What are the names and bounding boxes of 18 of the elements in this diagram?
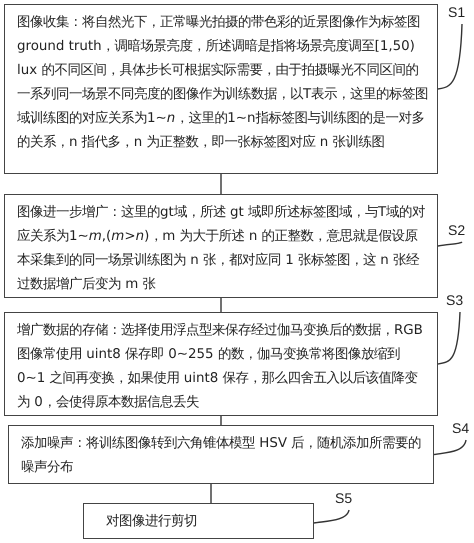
step-label: S2	[448, 222, 466, 238]
leader-line	[314, 510, 350, 524]
step-label: S4	[452, 420, 470, 436]
leader-line	[434, 440, 467, 456]
step-label: S5	[335, 490, 352, 506]
connector-line	[220, 174, 222, 194]
step-label: S3	[446, 292, 464, 308]
process-box: 对图像进行剪切	[83, 503, 314, 539]
process-box: 图像收集：将自然光下，正常曝光拍摄的带色彩的近景图像作为标签图 ground truth，调暗场景亮度，所述调暗是指将场景亮度调至[1,50) lux 的不同区间，具体步长可根据实际需要，由于拍摄曝光不同区间的一系列同一场景不同亮度的图像作为训练数据，以T表示，这里的标签图域训练图的对应关系为1~n，这里的1~n指标签图与训练图的是一对多的关系，n 指代多，n 为正整数，即一张标签图对应 n 张训练图	[4, 4, 438, 174]
process-box: 增广数据的存储：选择使用浮点型来保存经过伽马变换后的数据，RGB 图像常使用 uint8 保存即 0~255 的数，伽马变换常将图像放缩到 0~1 之间再变换，如果使用 uint8 保存，那么四舍五入以后该值降变为 0，会使得原本数据信息丢失	[4, 312, 438, 416]
process-box: 图像进一步增广：这里的gt域，所述 gt 域即所述标签图域，与T域的对应关系为1~m,(m>n)，m 为大于所述 n 的正整数，意思就是假设原本采集到的同一场景训练图为 n 张，都对应同 1 张标签图，这 n 张经过数据增广后变为 m 张	[4, 194, 438, 298]
step-label: S1	[448, 4, 466, 20]
connector-line	[210, 484, 212, 503]
leader-line	[438, 241, 462, 247]
connector-line	[220, 298, 222, 312]
process-box: 添加噪声：将训练图像转到六角锥体模型 HSV 后，随机添加所需要的噪声分布	[8, 425, 434, 484]
leader-line	[438, 312, 461, 365]
leader-line	[438, 24, 463, 90]
